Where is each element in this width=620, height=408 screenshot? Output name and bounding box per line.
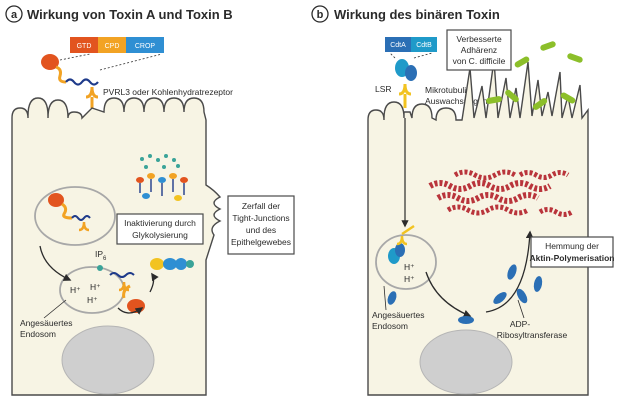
svg-text:Tight-Junctions: Tight-Junctions — [232, 213, 289, 223]
panel-a-letter-badge: a — [5, 5, 23, 23]
panel-b: b Wirkung des binären Toxin CdtA CdtB LS… — [311, 5, 615, 396]
hplus-b1: H⁺ — [404, 262, 415, 272]
svg-text:Inaktivierung durch: Inaktivierung durch — [124, 218, 196, 228]
ip6-label: IP6 — [95, 249, 107, 262]
box-hemmung: Hemmung der Aktin-Polymerisation — [529, 236, 615, 268]
svg-text:Glykolysierung: Glykolysierung — [132, 230, 188, 240]
panel-b-letter: b — [317, 9, 324, 21]
rho-gtpase-chain — [150, 258, 194, 270]
svg-text:von C. difficile: von C. difficile — [453, 56, 506, 66]
toxin-ab-molecule — [41, 54, 99, 86]
domain-crop: CROP — [135, 43, 156, 50]
svg-text:Zerfall der: Zerfall der — [242, 201, 280, 211]
enzyme-label-2: Ribosyltransferase — [497, 330, 568, 340]
arrow-a-2 — [117, 307, 144, 315]
domain-cdtb: CdtB — [416, 42, 432, 49]
toxin-in-endosome-b — [388, 224, 415, 264]
adp-ribosyltransferase-molecules — [458, 264, 543, 324]
binary-toxin-molecule — [395, 59, 417, 81]
svg-text:Epithelgewebes: Epithelgewebes — [231, 237, 291, 247]
endosome-a-label-2: Endosom — [20, 329, 56, 339]
arrow-a-3 — [149, 272, 159, 293]
endosome-b — [375, 234, 437, 290]
box-adhaerenz: Verbesserte Adhärenz von C. difficile — [446, 29, 512, 71]
hplus-b2: H⁺ — [404, 274, 415, 284]
cell-b — [367, 59, 589, 396]
glycosylated-proteins — [136, 154, 188, 201]
domain-gtd: GTD — [77, 43, 92, 50]
nucleus-a — [61, 325, 155, 395]
panel-b-title: Wirkung des binären Toxin — [334, 7, 500, 22]
box-zerfall: Zerfall der Tight-Junctions und des Epit… — [227, 195, 295, 255]
panel-a-title: Wirkung von Toxin A und Toxin B — [27, 7, 233, 22]
actin-filaments — [428, 169, 574, 217]
panel-b-letter-badge: b — [311, 5, 329, 23]
hplus-a3: H⁺ — [87, 295, 98, 305]
cell-a — [11, 97, 222, 396]
domain-cpd: CPD — [105, 43, 120, 50]
domain-cdta: CdtA — [390, 42, 406, 49]
binary-toxin-domain-bar: CdtA CdtB — [385, 37, 437, 52]
microtubule-label-1: Mikrotubuli- — [425, 85, 469, 95]
arrow-b-2 — [485, 230, 534, 313]
hplus-a2: H⁺ — [90, 282, 101, 292]
receptor-lsr-label: LSR — [375, 84, 392, 94]
endosome-b-label-1: Angesäuertes — [372, 310, 424, 320]
receptor-a — [85, 86, 99, 108]
endosome-b-label-2: Endosom — [372, 321, 408, 331]
arrow-a-1 — [39, 245, 72, 281]
microtubule-label-2: Auswachsungen — [425, 96, 488, 106]
toxin-domain-bar: GTD CPD CROP — [70, 37, 164, 53]
toxin-in-endosome — [48, 193, 91, 232]
enzyme-label-1: ADP- — [510, 319, 530, 329]
panel-a-letter: a — [11, 9, 18, 21]
nucleus-b — [419, 329, 513, 395]
svg-text:Hemmung der: Hemmung der — [545, 241, 599, 251]
arrow-b-1 — [425, 271, 472, 318]
panel-a: a Wirkung von Toxin A und Toxin B GTD CP… — [5, 5, 295, 396]
svg-text:Verbesserte: Verbesserte — [456, 34, 502, 44]
receptor-lsr — [398, 83, 412, 108]
endosome-a-label-1: Angesäuertes — [20, 318, 72, 328]
svg-text:Aktin-Polymerisation: Aktin-Polymerisation — [529, 253, 614, 263]
box-inaktivierung: Inaktivierung durch Glykolysierung — [116, 213, 204, 245]
svg-text:Adhärenz: Adhärenz — [461, 45, 497, 55]
receptor-a-label: PVRL3 oder Kohlenhydratrezeptor — [103, 87, 233, 97]
svg-text:und des: und des — [246, 225, 276, 235]
hplus-a1: H⁺ — [70, 285, 81, 295]
bacteria-cluster — [486, 41, 583, 110]
